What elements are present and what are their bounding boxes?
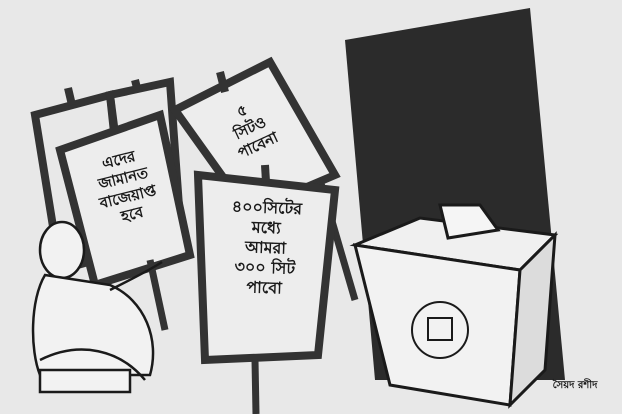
sign-text-three-hundred: ৪০০সিটের মধ্যে আমরা ৩০০ সিট পাবো [231, 196, 303, 298]
ballot-box [349, 203, 559, 409]
artist-signature: সৈয়দ রশীদ [552, 380, 598, 391]
sign-frame-three-hundred [193, 164, 340, 414]
election-emblem [411, 301, 469, 359]
ballot-paper [438, 203, 501, 240]
politician-figure [31, 220, 163, 394]
